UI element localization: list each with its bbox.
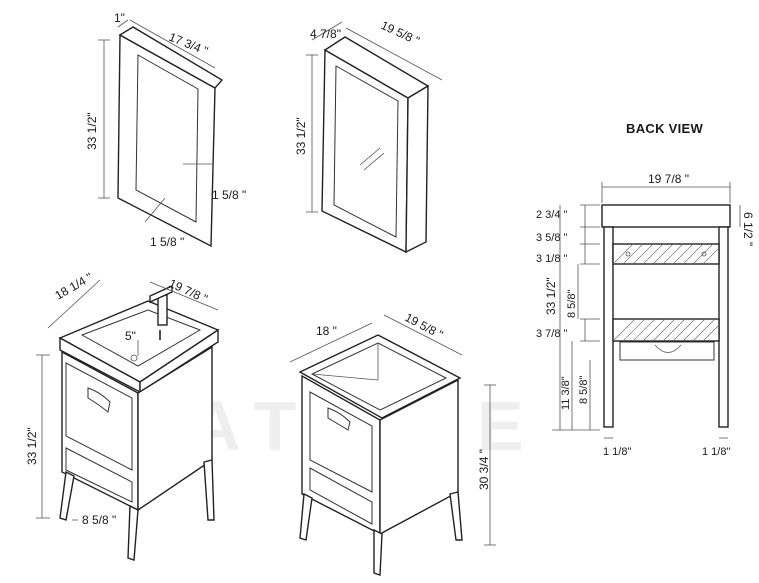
back-lower-height-label: 11 3/8" (560, 376, 572, 410)
cabinet-mirror-view: 4 7/8" 19 5/8 " 33 1/2" (294, 18, 443, 254)
vanity-drawer (65, 447, 133, 503)
back-top (601, 204, 731, 228)
vanity-width-label: 19 7/8 " (167, 276, 210, 306)
glass-glint-2 (363, 152, 385, 171)
back-leg-right-label: 1 1/8" (702, 446, 730, 458)
vanity-depth-line (47, 279, 101, 329)
open-leg-front-right (373, 528, 383, 576)
cabinet-height-label: 33 1/2" (294, 117, 308, 155)
vanity-basin (80, 309, 202, 367)
vanity-leg-back-right (203, 459, 215, 521)
vanity-faucet-spout (149, 284, 173, 304)
mirror-glass (135, 54, 199, 223)
back-lower-hatch (612, 318, 720, 342)
vanity-counter-side (139, 328, 219, 394)
vanity-faucet-body (157, 294, 168, 326)
glass-glint-1 (359, 147, 381, 166)
back-bolt-left (625, 251, 631, 257)
vanity-depth-label: 18 1/4 " (53, 270, 95, 303)
back-leg-left-label: 1 1/8" (603, 446, 631, 458)
mirror-view: 1" 17 3/4 " 33 1/2" 1 5/8 " 1 5/8 " (85, 11, 246, 249)
back-bolt-right (701, 251, 707, 257)
cabinet-glass (333, 65, 399, 238)
open-depth-line (289, 322, 373, 363)
back-upper-gap-label: 8 5/8" (566, 290, 578, 318)
open-leg-back-right (449, 491, 463, 541)
back-drawer-pull (654, 344, 682, 353)
open-top-rim (298, 334, 462, 419)
open-width-line (383, 314, 463, 356)
open-width-label: 19 5/8 " (403, 310, 446, 342)
back-lower-gap-label: 8 5/8" (578, 376, 590, 404)
cabinet-depth-label: 4 7/8" (310, 27, 341, 41)
open-drawer (309, 467, 373, 525)
vanity-leg-height-label: 8 5/8 " (82, 513, 116, 527)
back-upper-rail (612, 243, 720, 265)
cabinet-width-line (345, 27, 443, 81)
vanity-drain (130, 354, 138, 362)
mirror-depth-label: 1" (114, 11, 125, 25)
back-width-label: 19 7/8 " (648, 172, 689, 186)
back-leg-left (603, 226, 614, 428)
back-d3-label: 3 1/8 " (536, 253, 568, 265)
cabinet-side (405, 84, 429, 254)
open-inner-rim (310, 342, 448, 411)
vanity-leg-front-left (59, 470, 75, 521)
back-d4-label: 3 7/8 " (536, 328, 568, 340)
open-depth-label: 18 " (316, 324, 337, 338)
vanity-front-view: 18 1/4 " 19 7/8 " 33 1/2" 5" 8 5/8 " (25, 270, 220, 561)
open-height-label: 30 3/4 " (477, 449, 491, 490)
back-view: BACK VIEW 19 7/8 (536, 121, 755, 458)
mirror-frame-side-label: 1 5/8 " (212, 188, 246, 202)
vanity-door-pull (87, 387, 111, 413)
back-total-height-label: 33 1/2" (544, 277, 558, 315)
back-upper-hatch (612, 243, 720, 265)
cabinet-width-label: 19 5/8 " (379, 18, 422, 48)
open-door (309, 391, 373, 493)
vanity-leg-front-right (127, 504, 139, 561)
back-top-thickness-label: 6 1/2 " (741, 212, 755, 246)
mirror-frame-bottom-label: 1 5/8 " (150, 235, 184, 249)
vanity-width-line (149, 281, 219, 311)
mirror-height-label: 33 1/2" (85, 112, 99, 150)
back-leg-right (718, 226, 729, 428)
vanity-basin-depth-label: 5" (125, 329, 136, 343)
vanity-height-label: 33 1/2" (25, 427, 39, 465)
mirror-frame-bottom-line (144, 197, 166, 223)
vanity-door (65, 362, 133, 471)
mirror-width-line (129, 19, 216, 69)
open-leg-front-left (299, 492, 313, 541)
back-drawer (619, 341, 715, 361)
back-view-title: BACK VIEW (626, 121, 704, 136)
mirror-top-edge (118, 26, 224, 89)
back-d1-label: 2 3/4 " (536, 209, 568, 221)
open-door-pull (327, 407, 351, 431)
back-d2-label: 3 5/8 " (536, 232, 568, 244)
